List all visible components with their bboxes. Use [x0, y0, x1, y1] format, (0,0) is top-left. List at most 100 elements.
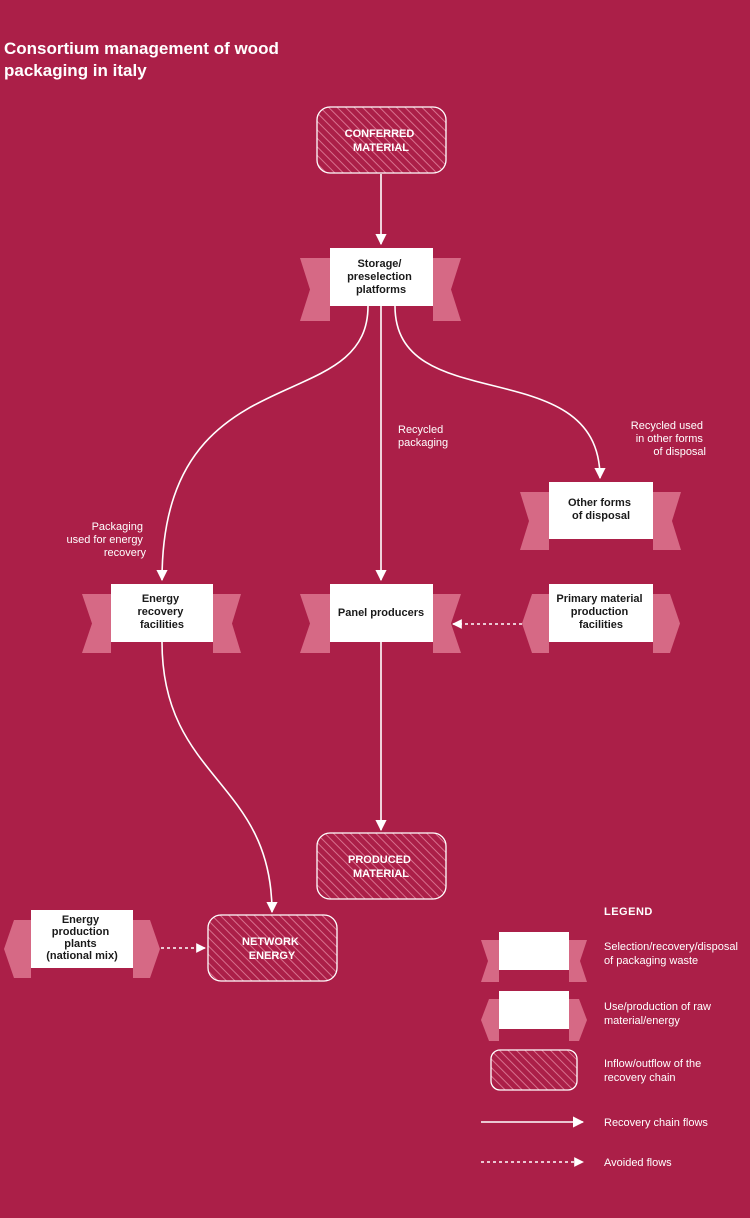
node-produced-material: PRODUCED MATERIAL	[316, 832, 447, 900]
node-label-line: CONFERRED	[345, 128, 415, 140]
node-box	[330, 248, 433, 306]
legend-label-line: of packaging waste	[604, 955, 698, 967]
use-ribbon	[522, 594, 549, 653]
svg-text:Other forms of disposal: Other forms of disposal	[568, 497, 634, 522]
legend-item-avoided-flows: Avoided flows	[481, 1157, 672, 1169]
selection-ribbon	[481, 940, 499, 982]
flow-label-line: Packaging	[92, 521, 143, 533]
use-ribbon	[653, 594, 680, 653]
svg-text:Avoided flows: Avoided flows	[604, 1157, 672, 1169]
node-label-line: NETWORK	[242, 936, 299, 948]
node-label-line: Energy	[62, 914, 100, 926]
node-label-line: production	[52, 926, 110, 938]
svg-text:Inflow/outflow of the: Inflow/outflow of the recovery chain	[604, 1058, 704, 1084]
node-label-line: facilities	[579, 619, 623, 631]
node-storage-platforms: Storage/ preselection platforms	[300, 248, 461, 321]
node-label-line: facilities	[140, 619, 184, 631]
legend-item-recovery-flows: Recovery chain flows	[481, 1116, 708, 1129]
selection-ribbon	[433, 594, 461, 653]
flow-label-line: of disposal	[653, 446, 706, 458]
flow-label-recycled-packaging: Recycled packaging	[398, 424, 448, 449]
flow-label-line: in other forms	[636, 433, 704, 445]
legend-swatch	[499, 991, 569, 1029]
legend-label-line: Use/production of raw	[604, 1001, 711, 1013]
legend-item-use: Use/production of raw material/energy	[481, 991, 714, 1041]
flow-storage-to-energy-recovery	[156, 305, 369, 582]
node-primary-material: Primary material production facilities	[522, 584, 680, 653]
flows	[156, 174, 606, 953]
hatched-box	[316, 106, 447, 174]
legend-label-line: recovery chain	[604, 1072, 676, 1084]
svg-text:Recovery chain flows: Recovery chain flows	[604, 1117, 708, 1129]
svg-text:Primary material product: Primary material production facilities	[556, 593, 645, 631]
node-box	[111, 584, 213, 642]
legend-label-line: Inflow/outflow of the	[604, 1058, 701, 1070]
node-energy-recovery: Energy recovery facilities	[82, 584, 241, 653]
legend-label-line: Recovery chain flows	[604, 1117, 708, 1129]
node-network-energy: NETWORK ENERGY	[207, 914, 338, 982]
svg-text:NETWORK ENERGY: NETWORK ENERGY	[242, 936, 302, 962]
flow-label-line: Recycled used	[631, 420, 703, 432]
use-ribbon	[481, 999, 499, 1041]
legend-item-selection: Selection/recovery/disposal of packaging…	[481, 932, 741, 982]
node-box	[549, 584, 653, 642]
svg-text:PRODUCED MATERIAL: PRODUCED MATERIAL	[348, 854, 414, 880]
hatched-box	[207, 914, 338, 982]
node-label-line: MATERIAL	[353, 868, 409, 880]
node-energy-production-plants: Energy production plants (national mix)	[4, 910, 160, 978]
flow-label-line: Recycled	[398, 424, 443, 436]
flow-label-packaging-energy: Packaging used for energy recovery	[67, 521, 147, 559]
selection-ribbon	[300, 258, 330, 321]
flow-label-recycled-other: Recycled used in other forms of disposal	[631, 420, 706, 458]
node-conferred-material: CONFERRED MATERIAL	[316, 106, 447, 174]
svg-text:Selection/recovery/disposal: Selection/recovery/disposal of packaging…	[604, 941, 741, 967]
selection-ribbon	[520, 492, 549, 550]
svg-text:CONFERRED MATERIAL: CONFERRED MATERIAL	[345, 128, 418, 154]
node-label-line: ENERGY	[249, 950, 296, 962]
selection-ribbon	[213, 594, 241, 653]
node-label-line: Primary material	[556, 593, 642, 605]
svg-text:Panel producers: Panel producers	[338, 607, 424, 619]
hatched-box	[316, 832, 447, 900]
use-ribbon	[569, 999, 587, 1041]
node-other-forms-disposal: Other forms of disposal	[520, 482, 681, 550]
use-ribbon	[4, 920, 31, 978]
legend-label-line: Avoided flows	[604, 1157, 672, 1169]
node-label-line: platforms	[356, 284, 406, 296]
node-label-line: Storage/	[357, 258, 401, 270]
node-label-line: production	[571, 606, 629, 618]
node-label-line: recovery	[138, 606, 185, 618]
flow-storage-to-other-forms	[394, 305, 606, 480]
legend-swatch	[499, 932, 569, 970]
node-box	[549, 482, 653, 539]
svg-text:Storage/ preselection: Storage/ preselection platforms	[347, 258, 415, 296]
legend: LEGEND Selection/recovery/disposal of pa…	[481, 906, 741, 1169]
flow-label-line: recovery	[104, 547, 147, 559]
legend-label-line: Selection/recovery/disposal	[604, 941, 738, 953]
node-label-line: Other forms	[568, 497, 631, 509]
svg-text:Energy production: Energy production plants (national mix)	[46, 914, 118, 962]
node-box	[330, 584, 433, 642]
node-label-line: PRODUCED	[348, 854, 411, 866]
node-panel-producers: Panel producers	[300, 584, 461, 653]
selection-ribbon	[433, 258, 461, 321]
legend-label-line: material/energy	[604, 1015, 680, 1027]
legend-item-inflow: Inflow/outflow of the recovery chain	[490, 1049, 704, 1091]
node-label-line: of disposal	[572, 510, 630, 522]
title-line: Consortium management of wood	[4, 39, 279, 58]
selection-ribbon	[82, 594, 111, 653]
node-label-line: preselection	[347, 271, 412, 283]
svg-text:Use/production of raw: Use/production of raw material/energy	[604, 1001, 714, 1027]
node-label-line: (national mix)	[46, 950, 118, 962]
flow-energy-recovery-to-network	[161, 641, 278, 914]
page-title: Consortium management of wood packaging …	[4, 39, 284, 80]
legend-hatched-swatch	[490, 1049, 578, 1091]
node-label-line: MATERIAL	[353, 142, 409, 154]
selection-ribbon	[300, 594, 330, 653]
title-line: packaging in italy	[4, 61, 147, 80]
node-label-line: plants	[64, 938, 96, 950]
node-label-line: Panel producers	[338, 607, 424, 619]
selection-ribbon	[569, 940, 587, 982]
use-ribbon	[133, 920, 160, 978]
node-label-line: Energy	[142, 593, 180, 605]
